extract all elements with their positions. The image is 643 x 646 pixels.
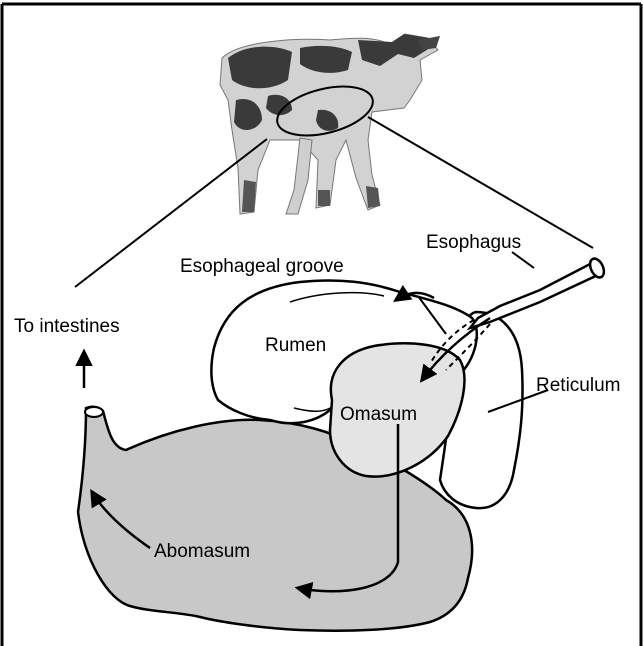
- label-rumen: Rumen: [265, 335, 326, 356]
- calf-icon: [220, 34, 440, 214]
- esophagus-leader: [512, 252, 534, 268]
- esophagus-tube: [470, 256, 607, 328]
- label-omasum: Omasum: [340, 404, 417, 425]
- label-esophagus: Esophagus: [426, 232, 521, 253]
- callout-line-right: [368, 117, 593, 248]
- label-abomasum: Abomasum: [154, 541, 250, 562]
- abomasum-outlet: [85, 407, 103, 417]
- label-reticulum: Reticulum: [536, 375, 620, 396]
- label-to-intestines: To intestines: [14, 316, 120, 337]
- label-esophageal-groove: Esophageal groove: [180, 256, 344, 277]
